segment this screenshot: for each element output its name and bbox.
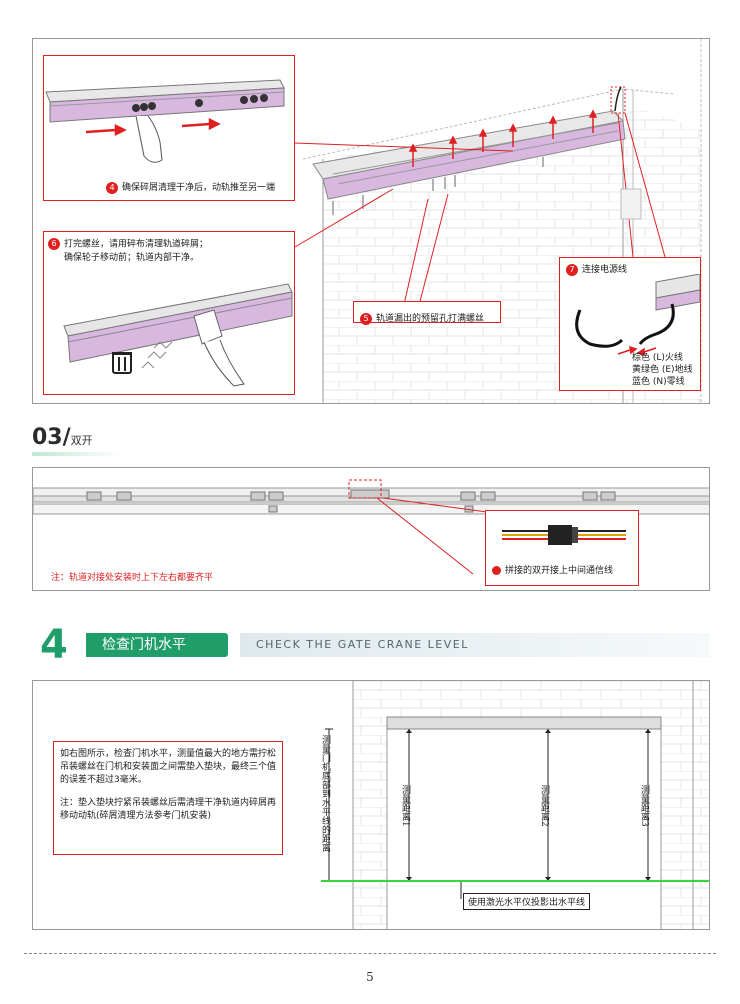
footer-divider <box>24 953 716 954</box>
page-number: 5 <box>366 970 374 984</box>
cleaning-rail-illustration <box>63 283 293 387</box>
step4-text: 确保碎屑清理干净后，动轨推至另一端 <box>122 183 276 193</box>
wire-earth: 黄绿色 (E)地线 <box>632 365 693 375</box>
section3-number: 03/ <box>32 425 71 450</box>
double-rail-illustration <box>33 479 709 575</box>
step7-caption: 7 连接电源线 <box>566 262 627 276</box>
section3-heading-underline <box>32 452 122 456</box>
step6-number: 6 <box>48 238 60 250</box>
trash-can-icon <box>112 352 132 374</box>
section3-panel: 注：轨道对接处安装时上下左右都要齐平 拼接的双开接上中间通信线 <box>32 467 710 591</box>
wire-live: 棕色 (L)火线 <box>632 353 683 363</box>
section3-callout-box: 拼接的双开接上中间通信线 <box>485 510 639 586</box>
step6-line2: 确保轮子移动前；轨道内部干净。 <box>64 252 200 263</box>
step5-text: 轨道漏出的预留孔打满螺丝 <box>376 314 485 324</box>
step6-line1: 打完螺丝，请用碎布清理轨道碎屑； <box>64 239 209 250</box>
power-wire-illustration <box>575 274 700 357</box>
measure-distance-1-label: 测量距离1 <box>400 785 410 827</box>
section4-panel: 如右图所示，检查门机水平，测量值最大的地方需拧松吊装螺丝在门机和安装面之间需垫入… <box>32 680 710 930</box>
rail-with-wheels-illustration <box>45 79 285 163</box>
measure-distance-2-label: 测量距离2 <box>539 785 549 827</box>
section3-callout-text: 拼接的双开接上中间通信线 <box>492 563 613 576</box>
step7-text: 连接电源线 <box>582 265 628 275</box>
step4-box: 4 确保碎屑清理干净后，动轨推至另一端 <box>43 55 295 201</box>
step4-number: 4 <box>106 181 118 194</box>
red-dot-icon <box>492 566 501 575</box>
wire-legend: 棕色 (L)火线 黄绿色 (E)地线 蓝色 (N)零线 <box>632 352 693 388</box>
section3-heading: 03/双开 <box>32 425 122 457</box>
vertical-distance-label: 测量门机底部到水平线的距离 <box>320 735 330 852</box>
measure-distance-3-label: 测量距离3 <box>639 785 649 827</box>
step4-caption: 4 确保碎屑清理干净后，动轨推至另一端 <box>106 180 275 194</box>
step6-caption: 6 打完螺丝，请用碎布清理轨道碎屑； 确保轮子移动前；轨道内部干净。 <box>48 238 208 265</box>
section4-number: 4 <box>40 622 68 668</box>
step5-label: 5 轨道漏出的预留孔打满螺丝 <box>353 301 501 325</box>
section4-para1: 如右图所示，检查门机水平，测量值最大的地方需拧松吊装螺丝在门机和安装面之间需垫入… <box>60 749 277 785</box>
section4-para2: 注：垫入垫块拧紧吊装螺丝后需清理干净轨道内碎屑再移动动轨(碎屑清理方法参考门机安… <box>60 798 277 821</box>
step5-number: 5 <box>360 312 372 325</box>
laser-level-label: 使用激光水平仪投影出水平线 <box>463 893 591 910</box>
section4-subtitle: CHECK THE GATE CRANE LEVEL <box>240 633 710 657</box>
step7-box: 7 连接电源线 棕色 (L)火线 黄绿色 (E)地线 蓝色 (N)零线 <box>559 257 701 391</box>
connector-cable-illustration <box>502 525 626 545</box>
section4-instructions-box: 如右图所示，检查门机水平，测量值最大的地方需拧松吊装螺丝在门机和安装面之间需垫入… <box>53 741 283 855</box>
section4-title: 检查门机水平 <box>86 633 228 657</box>
section3-label: 双开 <box>70 434 93 447</box>
section3-note: 注：轨道对接处安装时上下左右都要齐平 <box>51 573 214 583</box>
wire-neutral: 蓝色 (N)零线 <box>632 377 685 387</box>
step6-box: 6 打完螺丝，请用碎布清理轨道碎屑； 确保轮子移动前；轨道内部干净。 <box>43 231 295 395</box>
top-panel: 4 确保碎屑清理干净后，动轨推至另一端 6 打完螺丝，请用碎布清理轨道碎屑； 确保轮… <box>32 38 710 404</box>
step7-number: 7 <box>566 263 578 276</box>
